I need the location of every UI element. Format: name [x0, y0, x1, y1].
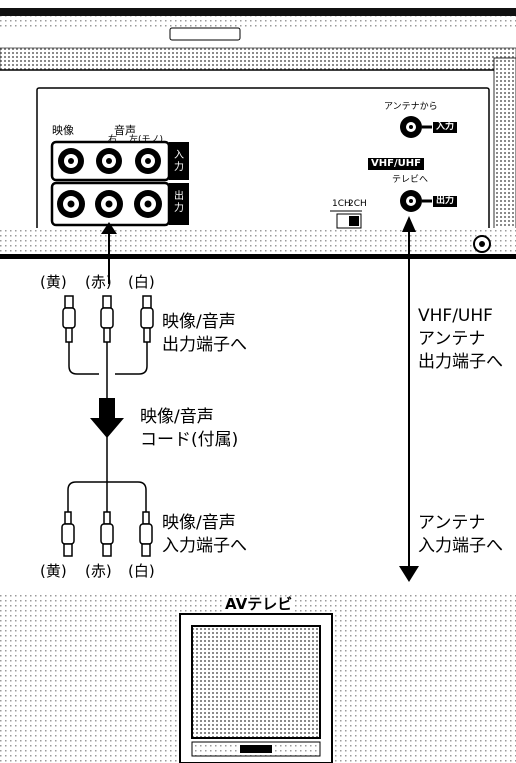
- right-channel-label: 右: [108, 135, 118, 145]
- bottom-terminal-text: 映像/音声 入力端子へ: [162, 513, 247, 556]
- top-plug-white: [140, 295, 154, 343]
- top-color-yellow: (黄): [40, 273, 67, 291]
- av-input-jacks: [50, 140, 189, 182]
- input-row-label: 入力: [174, 150, 184, 173]
- left-mono-label: 左(モノ): [129, 135, 164, 145]
- channel-switch: [330, 210, 362, 229]
- antenna-input-text: アンテナ 入力端子へ: [418, 513, 503, 556]
- bottom-color-red: (赤): [85, 562, 112, 580]
- vhf-uhf-badge: VHF/UHF: [368, 158, 424, 170]
- av-cable-wires: [67, 342, 148, 512]
- bottom-rca-plugs: [61, 511, 153, 557]
- top-plug-red: [100, 295, 114, 343]
- bottom-color-yellow: (黄): [40, 562, 67, 580]
- audio-label: 音声: [114, 124, 136, 137]
- bottom-plug-white: [139, 511, 153, 557]
- antenna-in-badge: 入力: [433, 122, 458, 133]
- top-rca-plugs: [62, 295, 154, 343]
- top-color-red: (赤): [85, 273, 112, 291]
- tv-title: AVテレビ: [222, 597, 296, 612]
- top-plug-yellow: [62, 295, 76, 343]
- output-row-label: 出力: [174, 191, 184, 214]
- av-output-jacks: [50, 181, 189, 227]
- antenna-cable-arrow: [399, 216, 419, 582]
- bottom-plug-red: [100, 511, 114, 557]
- bottom-plug-yellow: [61, 511, 75, 557]
- top-color-white: (白): [128, 273, 155, 291]
- cord-text: 映像/音声 コード(付属): [140, 407, 239, 450]
- bottom-color-white: (白): [128, 562, 155, 580]
- av-tv: [0, 592, 516, 763]
- antenna-connectors: [400, 116, 432, 212]
- antenna-from-label: アンテナから: [384, 102, 438, 112]
- to-tv-label: テレビへ: [392, 175, 429, 185]
- av-output-arrow: [101, 222, 117, 284]
- vcr-rear-panel: [0, 8, 516, 259]
- top-terminal-text: 映像/音声 出力端子へ: [162, 312, 247, 355]
- antenna-out-badge: 出力: [433, 196, 458, 207]
- ch2-label: 2CH: [348, 199, 367, 209]
- vhf-uhf-output-text: VHF/UHF アンテナ 出力端子へ: [418, 306, 503, 372]
- ch1-label: 1CH: [332, 199, 351, 209]
- cord-arrow-down: [90, 398, 124, 438]
- video-label: 映像: [52, 124, 74, 137]
